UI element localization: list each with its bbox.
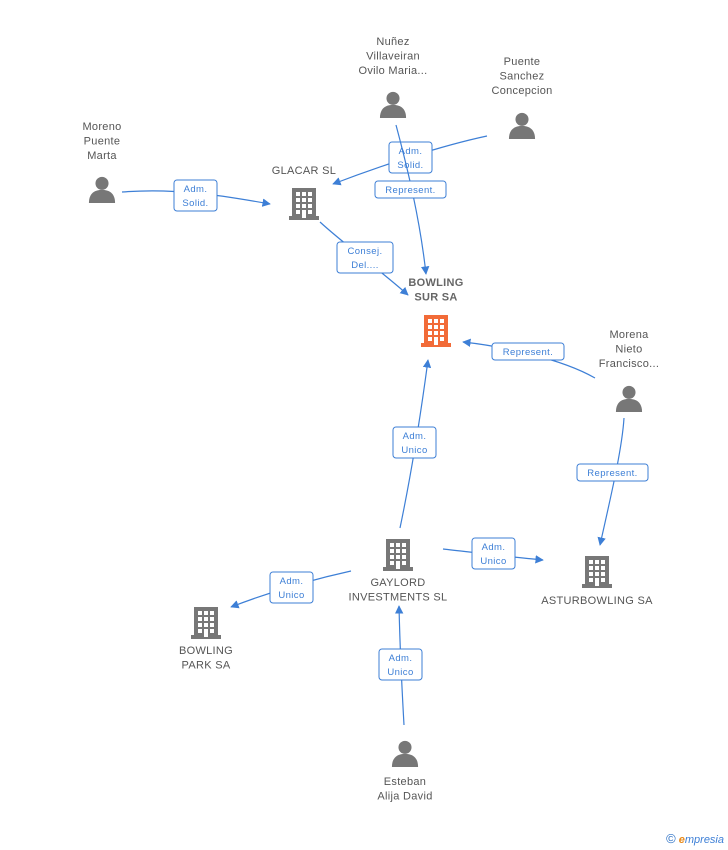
edge-label-box[interactable] bbox=[388, 141, 433, 174]
edge-label-text: Represent. bbox=[385, 185, 435, 196]
edge-label-box[interactable] bbox=[374, 180, 447, 199]
edge-label-box[interactable] bbox=[471, 537, 516, 570]
node-label-line: Puente bbox=[504, 56, 541, 68]
node-label-line: Alija David bbox=[377, 791, 432, 803]
edge-label-box[interactable] bbox=[392, 426, 437, 459]
person-icon[interactable] bbox=[379, 91, 407, 118]
edge-label-box[interactable] bbox=[576, 463, 649, 482]
edge-glacar-to-bowling-sur: Consej. Del.... bbox=[319, 221, 409, 296]
node-label-line: BOWLING bbox=[179, 645, 233, 657]
node-label-line: Concepcion bbox=[491, 85, 552, 97]
edge-label-text: Represent. bbox=[587, 468, 637, 479]
building-icon[interactable] bbox=[191, 607, 221, 639]
person-icon[interactable] bbox=[508, 112, 536, 139]
person-icon[interactable] bbox=[615, 385, 643, 412]
brand-logo-initial: e bbox=[678, 834, 685, 846]
node-label-line: Francisco... bbox=[599, 358, 659, 370]
edge-label-text: Unico bbox=[480, 556, 506, 567]
node-label-line: Nuñez bbox=[376, 36, 409, 48]
node-glacar[interactable]: GLACAR SL bbox=[272, 165, 336, 220]
edge-label-text: Del.... bbox=[351, 260, 379, 271]
edge-label-text: Unico bbox=[278, 590, 304, 601]
node-bowling-sur[interactable]: BOWLING SUR SA bbox=[408, 277, 463, 347]
edge-label-text: Solid. bbox=[397, 160, 423, 171]
node-label-line: SUR SA bbox=[414, 292, 457, 304]
edge-label-text: Unico bbox=[401, 445, 427, 456]
nodes-layer: BOWLING SUR SA GLACAR SL GAYLORD INVESTMENTS… bbox=[82, 36, 659, 803]
node-label-line: INVESTMENTS SL bbox=[349, 592, 448, 604]
edge-label-box[interactable] bbox=[336, 241, 394, 274]
building-icon[interactable] bbox=[421, 315, 451, 347]
edge-moreno-to-glacar: Adm. Solid. bbox=[121, 179, 271, 212]
node-bowling-park[interactable]: BOWLING PARK SA bbox=[179, 607, 233, 672]
person-icon[interactable] bbox=[88, 176, 116, 203]
node-label-line: Esteban bbox=[384, 776, 426, 788]
person-icon[interactable] bbox=[391, 740, 419, 767]
edge-gaylord-to-bowling-park: Adm. Unico bbox=[230, 570, 352, 609]
copyright-icon: © bbox=[666, 831, 676, 846]
edge-gaylord-to-asturbowling: Adm. Unico bbox=[442, 537, 544, 570]
edge-label-box[interactable] bbox=[491, 342, 565, 361]
node-label-line: Moreno bbox=[82, 121, 121, 133]
edge-label-box[interactable] bbox=[173, 179, 218, 212]
node-label-line: GLACAR SL bbox=[272, 165, 336, 177]
edge-morena-to-bowling-sur: Represent. bbox=[462, 338, 596, 379]
edge-morena-to-asturbowling: Represent. bbox=[576, 417, 649, 546]
edge-label-text: Adm. bbox=[482, 542, 506, 553]
edge-label-text: Represent. bbox=[503, 347, 553, 358]
node-label-line: ASTURBOWLING SA bbox=[541, 595, 653, 607]
node-label-line: Puente bbox=[84, 136, 121, 148]
node-label-line: Ovilo Maria... bbox=[359, 65, 428, 77]
edge-label-text: Adm. bbox=[403, 431, 427, 442]
node-label-line: PARK SA bbox=[182, 660, 231, 672]
edge-label-text: Adm. bbox=[399, 146, 423, 157]
edge-nunez-to-bowling-sur: Represent. bbox=[374, 124, 447, 275]
edge-puente-sanchez-to-glacar: Adm. Solid. bbox=[332, 135, 488, 186]
edges-layer: Adm. Solid. Represent. Adm. Solid. Consej. Del… bbox=[121, 124, 649, 726]
node-label-line: Marta bbox=[87, 150, 117, 162]
footer-brand: © empresia bbox=[666, 831, 724, 846]
node-label-line: Morena bbox=[609, 329, 649, 341]
node-asturbowling[interactable]: ASTURBOWLING SA bbox=[541, 556, 653, 607]
brand-logo-text: mpresia bbox=[684, 834, 724, 846]
node-morena[interactable]: MorenaNietoFrancisco... bbox=[599, 329, 659, 412]
building-icon[interactable] bbox=[289, 188, 319, 220]
node-label-line: Villaveiran bbox=[366, 51, 420, 63]
edge-label-text: Adm. bbox=[184, 184, 208, 195]
node-label-line: Nieto bbox=[615, 344, 642, 356]
edge-label-text: Consej. bbox=[347, 246, 382, 257]
node-label-line: BOWLING bbox=[408, 277, 463, 289]
building-icon[interactable] bbox=[582, 556, 612, 588]
building-icon[interactable] bbox=[383, 539, 413, 571]
edge-label-box[interactable] bbox=[378, 648, 423, 681]
edge-gaylord-to-bowling-sur: Adm. Unico bbox=[392, 359, 437, 529]
node-label-line: GAYLORD bbox=[370, 577, 425, 589]
node-label-line: Sanchez bbox=[500, 71, 545, 83]
edge-label-text: Adm. bbox=[280, 576, 304, 587]
edge-label-box[interactable] bbox=[269, 571, 314, 604]
edge-esteban-to-gaylord: Adm. Unico bbox=[378, 605, 423, 726]
edge-label-text: Solid. bbox=[182, 198, 208, 209]
edge-label-text: Unico bbox=[387, 667, 413, 678]
edge-label-text: Adm. bbox=[389, 653, 413, 664]
node-gaylord[interactable]: GAYLORD INVESTMENTS SL bbox=[349, 539, 448, 604]
